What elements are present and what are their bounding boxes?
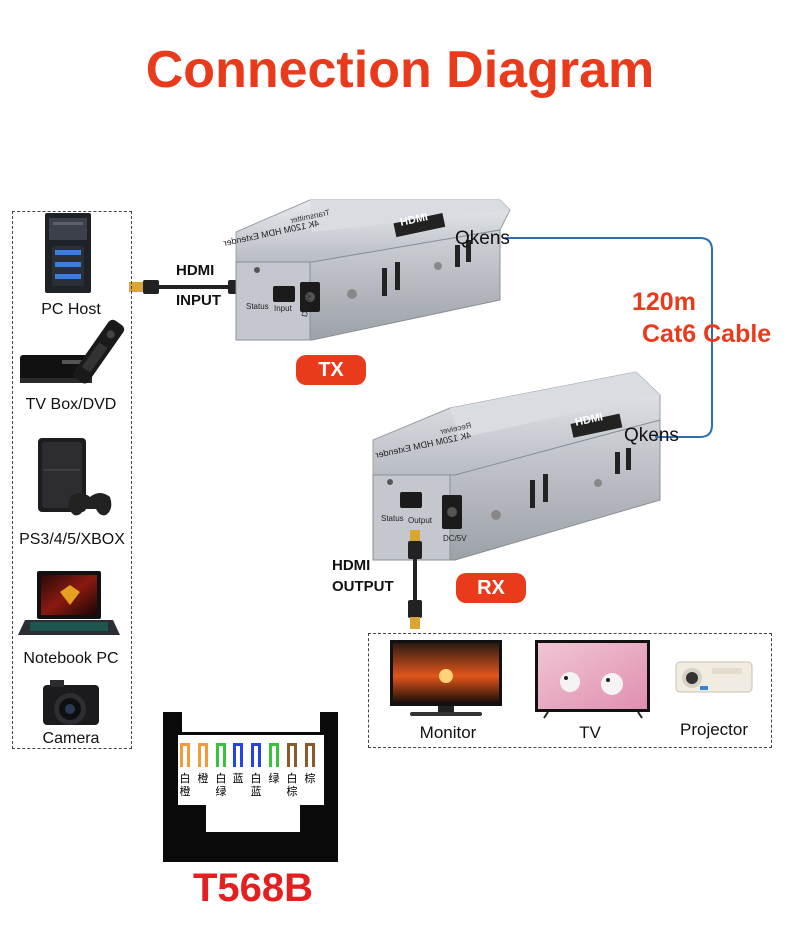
source-label-tv-box: TV Box/DVD [25, 396, 117, 413]
cable-length-label: 120m [632, 288, 696, 316]
cat6-cable-line [505, 237, 713, 438]
hdmi-output-label-line1: HDMI [332, 557, 371, 574]
t568b-pin-wire [180, 743, 190, 767]
source-label-notebook: Notebook PC [23, 650, 119, 667]
hdmi-input-label-line1: HDMI [176, 262, 215, 279]
notebook-pc-icon [18, 571, 120, 635]
projector-icon [675, 661, 753, 693]
rx-brand-label: Qkens [624, 425, 679, 446]
pc-host-icon [45, 213, 91, 293]
rx-port-output: Output [408, 516, 433, 525]
monitor-icon [390, 640, 502, 716]
rx-badge: RX [456, 573, 526, 603]
source-label-pc-host: PC Host [41, 301, 101, 318]
tx-port-input: Input [274, 304, 292, 313]
page-title: Connection Diagram [145, 41, 655, 99]
t568b-pin-wire [287, 743, 297, 767]
source-devices-box [12, 211, 132, 749]
rx-extender-device [372, 371, 661, 561]
display-label-tv: TV [579, 723, 601, 742]
display-label-monitor: Monitor [419, 723, 477, 742]
t568b-pin-label: 蓝 [232, 772, 244, 785]
hdmi-output-label-line2: OUTPUT [332, 578, 394, 595]
tx-brand-label: Qkens [455, 228, 510, 249]
t568b-pin-wire [216, 743, 226, 767]
rx-port-status: Status [381, 514, 404, 523]
display-devices-box [368, 633, 772, 748]
rx-port-dc: DC/5V [443, 534, 467, 543]
hdmi-input-label-line2: INPUT [176, 292, 221, 309]
tx-port-status: Status [246, 302, 269, 311]
camera-icon [43, 680, 99, 725]
game-console-icon [38, 438, 112, 516]
t568b-pin-wire [233, 743, 243, 767]
display-label-projector: Projector [679, 720, 749, 739]
t568b-pin-label: 蓝 [250, 785, 262, 798]
tx-extender-device [235, 199, 511, 341]
t568b-pin-wire [305, 743, 315, 767]
t568b-pin-label: 橙 [179, 785, 191, 798]
hdmi-output-cable [408, 530, 422, 629]
source-label-camera: Camera [42, 730, 100, 747]
t568b-title: T568B [192, 866, 314, 910]
t568b-pin-label: 绿 [268, 772, 280, 785]
tv-box-icon [20, 319, 125, 384]
t568b-pin-wire [251, 743, 261, 767]
t568b-pin-label: 棕 [304, 772, 316, 785]
t568b-pin-label: 绿 [215, 785, 227, 798]
source-label-console: PS3/4/5/XBOX [19, 531, 125, 548]
t568b-pin-label: 橙 [197, 772, 209, 785]
t568b-pin-wire [269, 743, 279, 767]
t568b-pin-label: 白 [179, 772, 191, 785]
t568b-pin-label: 白 [250, 772, 262, 785]
tv-icon [535, 640, 650, 719]
t568b-pin-wire [198, 743, 208, 767]
cable-type-label: Cat6 Cable [642, 320, 772, 348]
t568b-pin-label: 棕 [286, 785, 298, 798]
tx-badge: TX [296, 355, 366, 385]
t568b-pin-label: 白 [286, 772, 298, 785]
t568b-pin-label: 白 [215, 772, 227, 785]
